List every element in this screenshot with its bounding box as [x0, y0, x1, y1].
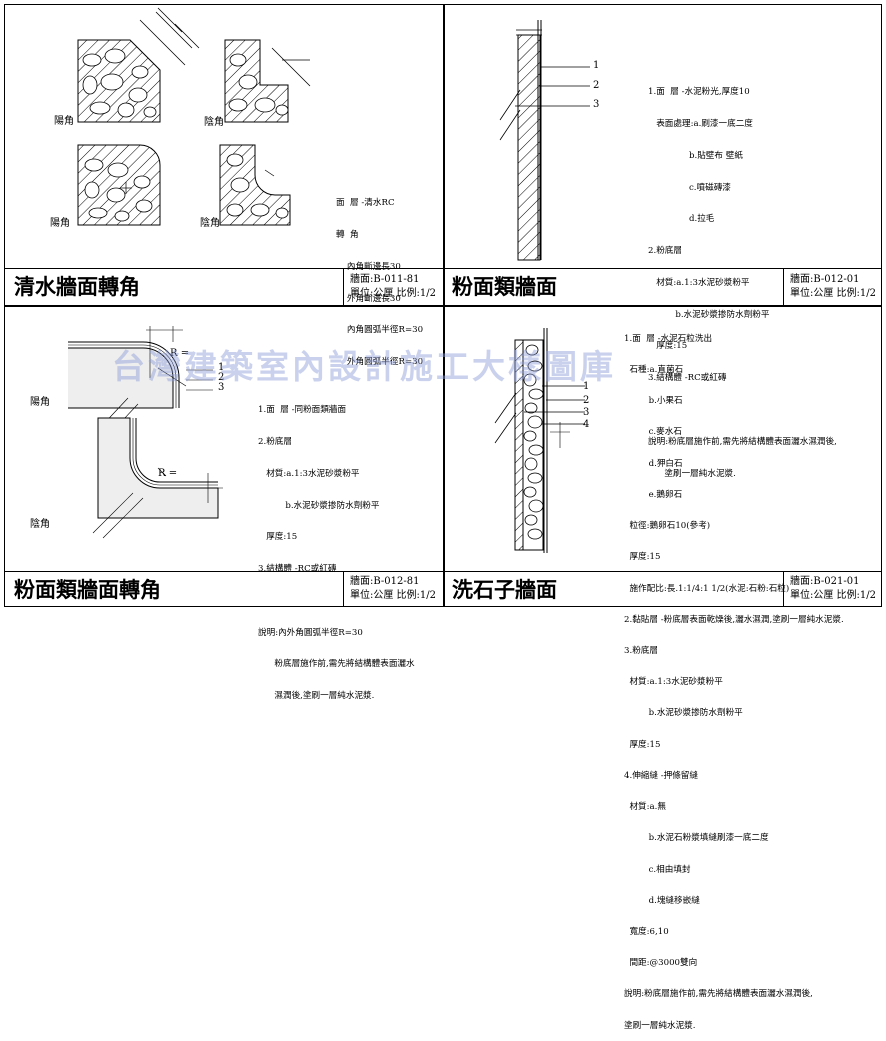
- p3-scale: 單位:公厘 比例:1/2: [350, 590, 437, 601]
- p1-corner-drawings: [77, 7, 311, 226]
- p1-scale: 單位:公厘 比例:1/2: [350, 288, 437, 299]
- p4-callout-3: 3: [583, 407, 590, 418]
- p4-callout-4: 4: [583, 419, 590, 430]
- p3-radius-label-outer: R =: [170, 348, 190, 359]
- p4-note-line: b.小果石: [624, 396, 683, 407]
- watermark: 台灣建築室內設計施工大樣圖庫: [112, 347, 616, 386]
- p3-title: 粉面類牆面轉角: [14, 577, 161, 602]
- p2-note-line: 塗刷一層純水泥漿.: [648, 468, 736, 479]
- p4-note-line: 寬度:6,10: [624, 926, 669, 937]
- p3-note-line: 2.粉底層: [258, 436, 292, 447]
- p3-note-line: 材質:a.1:3水泥砂漿粉平: [258, 468, 360, 479]
- p4-note-line: 施作配比:長.1:1/4:1 1/2(水泥:石粉:石粒): [624, 583, 790, 594]
- p1-note-line: 外角圓弧半徑R=30: [336, 357, 424, 368]
- p2-note-line: 3.結構體 -RC或紅磚: [648, 373, 727, 384]
- p4-note-line: 4.伸縮縫 -押條留縫: [624, 770, 698, 781]
- p4-note-line: 石種:a.直菌石: [624, 365, 684, 376]
- p4-scale: 單位:公厘 比例:1/2: [790, 590, 877, 601]
- p2-code: 牆面:B-012-01: [790, 274, 860, 285]
- p4-note-line: 說明:粉底層施作前,需先將結構體表面灑水濕潤後,: [624, 989, 813, 1000]
- p3-notes: 1.面 層 -同粉面類牆面 2.粉底層 材質:a.1:3水泥砂漿粉平 b.水泥砂…: [258, 384, 415, 712]
- p3-note-line: b.水泥砂漿掺防水劑粉平: [258, 500, 380, 511]
- p3-radius-label-inner: R =: [158, 468, 178, 479]
- p2-notes: 1.面 層 -水泥粉光,厚度10 表面處理:a.刷漆一底二度 b.貼壁布 壁紙 …: [648, 66, 837, 490]
- p4-note-line: 材質:a.1:3水泥砂漿粉平: [624, 677, 723, 688]
- p1-outer-corner-label-2: 陽角: [50, 218, 70, 229]
- p4-note-line: 間距:@3000雙向: [624, 958, 698, 969]
- p2-note-line: b.水泥砂漿掺防水劑粉平: [648, 309, 770, 320]
- p4-note-line: b.水泥石粉漿填縫刷漆一底二度: [624, 833, 769, 844]
- p3-callout-1: 1: [218, 362, 225, 373]
- p3-inner-corner-label: 陰角: [30, 519, 50, 530]
- p2-note-line: b.貼壁布 壁紙: [648, 150, 743, 161]
- p1-note-line: 內角斷邊長30: [336, 261, 401, 272]
- p3-note-line: 說明:內外角圓弧半徑R=30: [258, 627, 363, 638]
- p2-titleblock-line: [444, 268, 882, 269]
- p2-scale: 單位:公厘 比例:1/2: [790, 288, 877, 299]
- p2-title: 粉面類牆面: [452, 274, 557, 299]
- p3-callout-3: 3: [218, 382, 225, 393]
- p2-titleblock-sep: [783, 268, 784, 305]
- p4-note-line: b.水泥砂漿掺防水劑粉平: [624, 708, 743, 719]
- p3-note-line: 濕潤後,塗刷一層純水泥漿.: [258, 691, 375, 702]
- p4-note-line: 厚度:15: [624, 739, 661, 750]
- p4-note-line: c.相由填封: [624, 864, 691, 875]
- p1-note-line: 面 層 -清水RC: [336, 198, 395, 209]
- p2-callout-1: 1: [593, 60, 600, 71]
- p1-notes: 面 層 -清水RC 轉 角 內角斷邊長30 外角斷邊長30 內角圓弧半徑R=30…: [336, 177, 423, 378]
- p1-inner-corner-label: 陰角: [204, 117, 224, 128]
- p4-note-line: 材質:a.無: [624, 802, 666, 813]
- p3-titleblock-sep: [343, 571, 344, 607]
- p4-note-line: 塗刷一層純水泥漿.: [624, 1020, 696, 1031]
- p1-inner-corner-label-2: 陰角: [200, 218, 220, 229]
- p1-outer-corner-label: 陽角: [54, 116, 74, 127]
- p1-note-line: 外角斷邊長30: [336, 293, 401, 304]
- p4-note-line: 2.黏貼層 -粉底層表面乾燥後,灑水濕潤,塗刷一層純水泥漿.: [624, 614, 844, 625]
- p1-titleblock-sep: [343, 268, 344, 305]
- p4-note-line: e.鵝卵石: [624, 489, 683, 500]
- p2-note-line: 2.粉底層: [648, 246, 682, 257]
- p4-note-line: 厚度:15: [624, 552, 661, 563]
- p2-note-line: d.拉毛: [648, 214, 715, 225]
- p4-note-line: 3.粉底層: [624, 646, 658, 656]
- p2-note-line: 厚度:15: [648, 341, 688, 352]
- p4-callout-2: 2: [583, 395, 590, 406]
- p1-title: 清水牆面轉角: [14, 274, 140, 299]
- p3-note-line: 厚度:15: [258, 532, 298, 543]
- p3-outer-corner-label: 陽角: [30, 397, 50, 408]
- horizontal-divider: [4, 305, 882, 307]
- p2-wall-section: [499, 20, 590, 261]
- p4-note-line: c.麥水石: [624, 427, 682, 438]
- p2-callout-2: 2: [593, 80, 600, 91]
- p4-notes: 1.面 層 -水泥石粒洗出 石種:a.直菌石 b.小果石 c.麥水石 d.狎白石…: [624, 313, 844, 1041]
- p4-note-line: d.狎白石: [624, 458, 683, 469]
- p2-note-line: 1.面 層 -水泥粉光,厚度10: [648, 87, 750, 98]
- p1-code: 牆面:B-011-81: [350, 274, 420, 285]
- p3-note-line: 1.面 層 -同粉面類牆面: [258, 405, 347, 416]
- p4-callout-1: 1: [583, 381, 590, 392]
- p4-title: 洗石子牆面: [452, 577, 557, 602]
- p4-titleblock-sep: [783, 571, 784, 607]
- p2-note-line: 說明:粉底層施作前,需先將結構體表面灑水濕潤後,: [648, 436, 837, 447]
- p4-wall-section: [494, 328, 585, 553]
- p4-titleblock-line: [444, 571, 882, 572]
- p1-note-line: 內角圓弧半徑R=30: [336, 325, 424, 336]
- p3-corner-drawings: [68, 326, 223, 539]
- p4-code: 牆面:B-021-01: [790, 576, 860, 587]
- p3-titleblock-line: [4, 571, 444, 572]
- p2-note-line: c.噴磁磚漆: [648, 182, 731, 193]
- p3-callout-2: 2: [218, 372, 225, 383]
- p3-note-line: 粉底層施作前,需先將結構體表面灑水: [258, 659, 415, 670]
- p2-note-line: 材質:a.1:3水泥砂漿粉平: [648, 277, 750, 288]
- p1-titleblock-line: [4, 268, 444, 269]
- p3-note-line: 3.結構體 -RC或紅磚: [258, 564, 337, 575]
- p2-note-line: 表面處理:a.刷漆一底二度: [648, 118, 753, 129]
- p4-note-line: 1.面 層 -水泥石粒洗出: [624, 333, 713, 344]
- p3-code: 牆面:B-012-81: [350, 576, 420, 587]
- p4-note-line: d.塊縫移嵌縫: [624, 895, 700, 906]
- p1-note-line: 轉 角: [336, 229, 359, 240]
- p2-callout-3: 3: [593, 99, 600, 110]
- p4-note-line: 粒徑:鵝卵石10(參考): [624, 521, 711, 532]
